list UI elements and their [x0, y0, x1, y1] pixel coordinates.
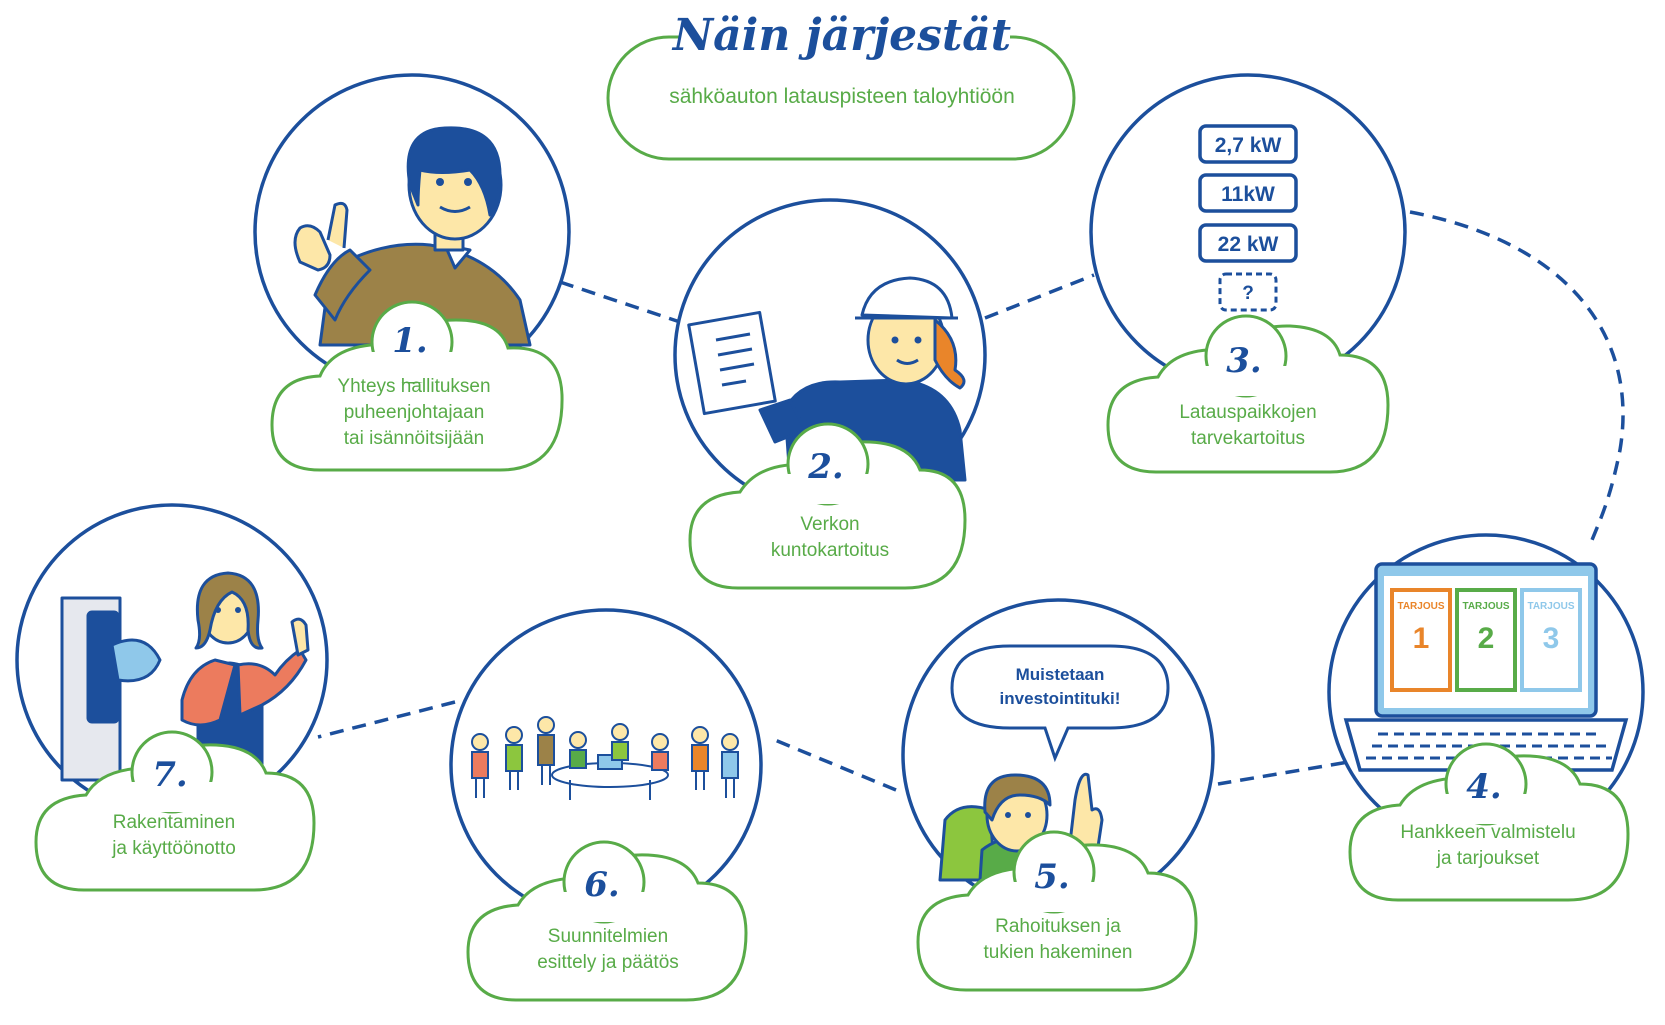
power-option-3-box	[1198, 223, 1298, 263]
speech-bubble: Muistetaan investointituki!	[950, 644, 1170, 763]
power-option-4-box	[1218, 272, 1278, 312]
step-4-number: 4.	[1466, 767, 1502, 807]
power-option-3: 22 kW	[1218, 233, 1279, 256]
offer-3-label: TARJOUS	[1527, 601, 1574, 612]
step-3-label-line-2: tarvekartoitus	[1191, 428, 1305, 449]
step-7-label-line-1: Rakentaminen	[113, 812, 236, 833]
power-options-icon: 2,7 kW 11kW 22 kW ?	[1198, 124, 1298, 312]
step-3-label-line-1: Latauspaikkojen	[1179, 402, 1316, 423]
page-subtitle: sähköauton latauspisteen taloyhtiöön	[669, 85, 1015, 108]
step-3-badge-cover	[1202, 366, 1290, 396]
step-7-label-line-2: ja käyttöönotto	[111, 838, 236, 859]
step-1-label-line-3: tai isännöitsijään	[344, 428, 484, 449]
connector-6-7	[317, 700, 456, 739]
offer-2-label: TARJOUS	[1462, 601, 1509, 612]
step-5: Muistetaan investointituki! 5. Rahoituks…	[901, 598, 1215, 992]
title-block: Näin järjestät sähköauton latauspisteen …	[606, 10, 1076, 161]
offer-1-label: TARJOUS	[1397, 601, 1444, 612]
step-2-number: 2.	[807, 447, 844, 487]
connector-1-2	[559, 280, 681, 324]
step-1-label-line-2: puheenjohtajaan	[344, 402, 485, 423]
person-a	[471, 733, 489, 798]
speech-bubble-shape	[950, 644, 1170, 763]
title-gap	[680, 26, 1010, 50]
step-1: 1. Yhteys hallituksen puheenjohtajaan ta…	[253, 73, 571, 472]
connector-2-3	[984, 273, 1095, 320]
step-7-badge-cover	[128, 782, 216, 812]
charging-station-icon	[60, 571, 310, 782]
person-f	[651, 733, 669, 771]
person-pointing-up-icon	[293, 126, 532, 347]
person-h	[721, 733, 739, 798]
speech-bubble-line-1: Muistetaan	[1016, 665, 1105, 684]
step-5-label-line-2: tukien hakeminen	[984, 942, 1133, 963]
person-c	[537, 716, 555, 785]
offer-2-card	[1455, 588, 1517, 692]
step-5-label-line-1: Rahoituksen ja	[995, 916, 1121, 937]
page-title: Näin järjestät	[671, 10, 1011, 61]
laptop-offers-icon: TARJOUS 1 TARJOUS 2 TARJOUS 3	[1343, 562, 1629, 772]
step-4-badge-cover	[1442, 794, 1530, 824]
person-g	[691, 726, 709, 790]
connector-5-6	[769, 736, 897, 792]
person-e	[611, 723, 629, 761]
step-1-badge-cover	[368, 352, 456, 382]
offer-1-number: 1	[1413, 622, 1430, 655]
person-d	[569, 731, 587, 769]
person-b	[505, 726, 523, 790]
step-4: TARJOUS 1 TARJOUS 2 TARJOUS 3 4. Hankkee…	[1327, 533, 1645, 902]
offer-1-card	[1390, 588, 1452, 692]
power-option-2: 11kW	[1221, 183, 1275, 206]
step-6-number: 6.	[584, 865, 620, 905]
offer-3-number: 3	[1543, 622, 1560, 655]
step-5-number: 5.	[1034, 857, 1070, 897]
power-option-4: ?	[1242, 283, 1254, 304]
step-3-number: 3.	[1226, 341, 1262, 381]
step-6: 6. Suunnitelmien esittely ja päätös	[449, 608, 763, 1002]
offer-2-number: 2	[1478, 622, 1495, 655]
meeting-group-icon	[471, 716, 739, 800]
step-1-label-line-1: Yhteys hallituksen	[337, 376, 490, 397]
step-1-number: 1.	[392, 321, 428, 361]
step-3: 2,7 kW 11kW 22 kW ? 3. Latauspaikkojen t…	[1089, 73, 1407, 474]
step-2-badge-cover	[784, 474, 872, 504]
power-option-1: 2,7 kW	[1215, 134, 1282, 157]
speech-bubble-line-2: investointituki!	[1000, 689, 1121, 708]
step-2: 2. Verkon kuntokartoitus	[673, 198, 987, 590]
step-6-badge-cover	[560, 892, 648, 922]
step-6-label-line-2: esittely ja päätös	[537, 952, 679, 973]
step-7-number: 7.	[152, 755, 188, 795]
offer-3-card	[1520, 588, 1582, 692]
power-option-1-box	[1198, 124, 1298, 164]
power-option-2-box	[1198, 173, 1298, 213]
step-5-badge-cover	[1010, 882, 1098, 912]
step-6-label-line-1: Suunnitelmien	[548, 926, 668, 947]
step-4-label-line-2: ja tarjoukset	[1436, 848, 1540, 869]
connector-3-4	[1409, 210, 1625, 541]
step-7: 7. Rakentaminen ja käyttöönotto	[15, 503, 329, 892]
step-2-label-line-1: Verkon	[800, 514, 859, 535]
step-2-label-line-2: kuntokartoitus	[771, 540, 889, 561]
step-4-label-line-1: Hankkeen valmistelu	[1400, 822, 1575, 843]
